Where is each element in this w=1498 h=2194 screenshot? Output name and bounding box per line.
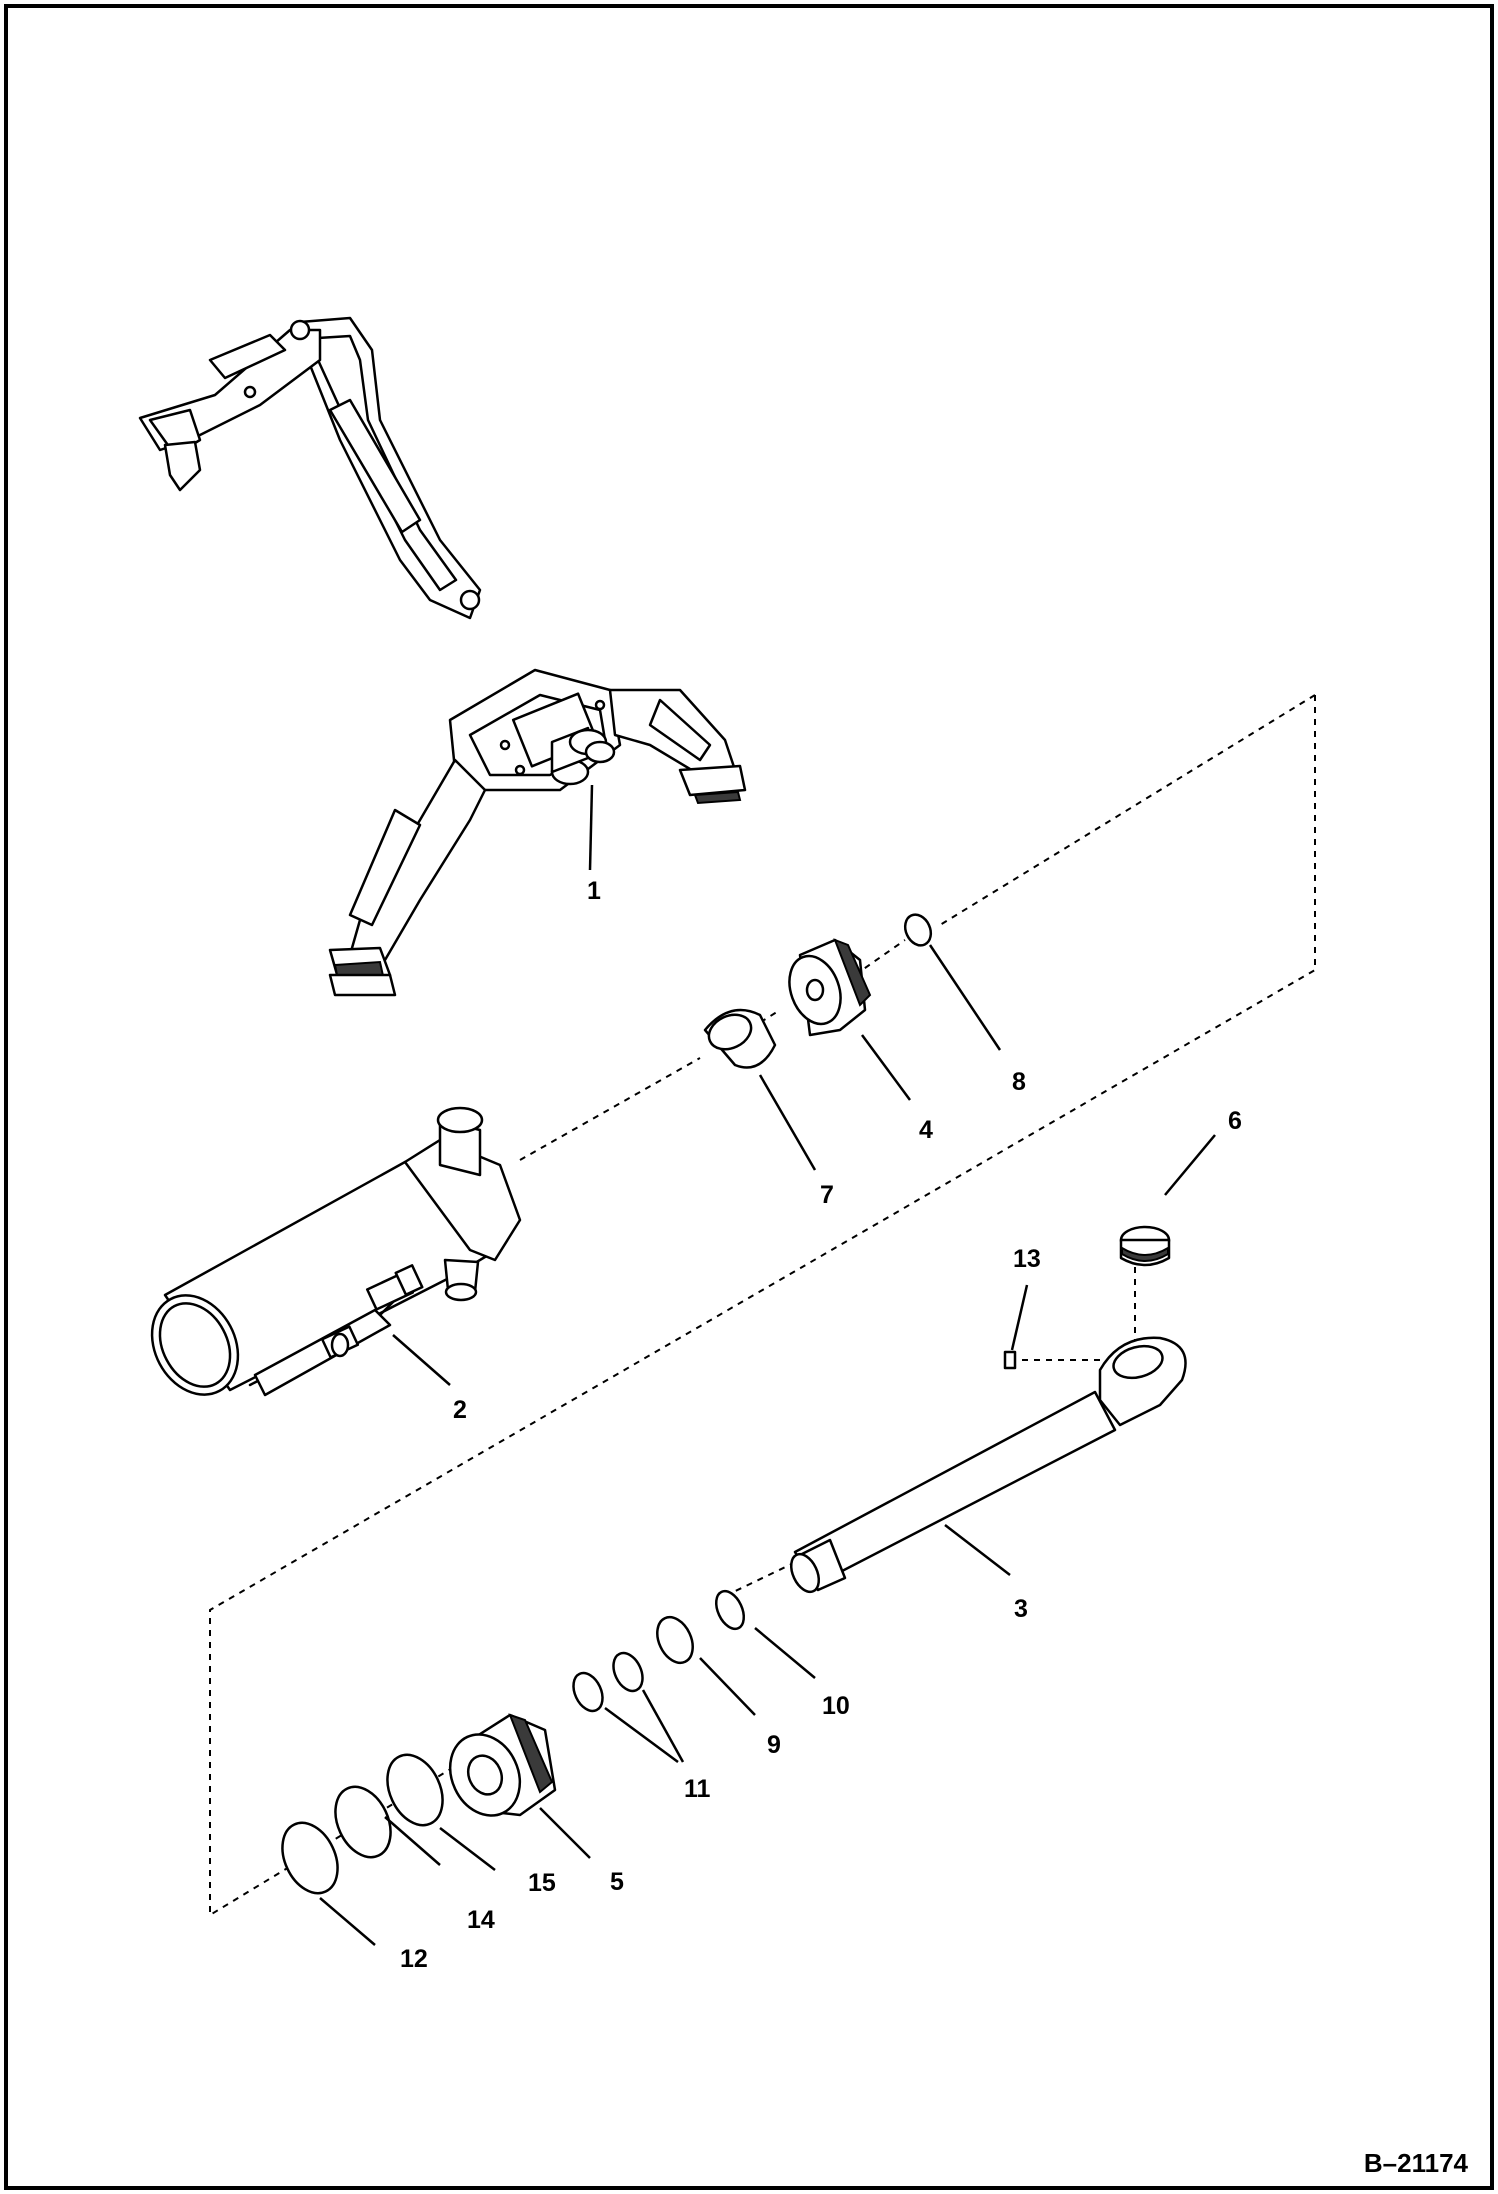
piston-rod-icon — [789, 1336, 1187, 1594]
bushing-icon — [1119, 1225, 1171, 1267]
callout-2: 2 — [453, 1396, 467, 1424]
callout-13: 13 — [1013, 1245, 1041, 1273]
callout-4: 4 — [919, 1116, 933, 1144]
callout-14: 14 — [467, 1906, 495, 1934]
callout-12: 12 — [400, 1945, 428, 1973]
callout-7: 7 — [820, 1181, 834, 1209]
grease-fitting-icon — [1003, 1350, 1017, 1370]
backhoe-boom-icon — [138, 316, 747, 997]
piston-icon — [448, 1713, 557, 1817]
callout-8: 8 — [1012, 1068, 1026, 1096]
gland-icon — [788, 938, 872, 1037]
callout-11: 11 — [684, 1775, 711, 1803]
callout-5: 5 — [610, 1868, 624, 1896]
callout-10: 10 — [822, 1692, 850, 1720]
wiper-seal-icon — [703, 1008, 777, 1069]
seal-ring-icon — [656, 1615, 694, 1665]
leader-lines — [319, 784, 1216, 1946]
callout-9: 9 — [767, 1731, 781, 1759]
callout-3: 3 — [1014, 1595, 1028, 1623]
hydraulic-cylinder-icon — [150, 1106, 522, 1397]
piston-seal-rings-icon — [281, 1753, 444, 1895]
callout-labels: 1 2 3 4 5 6 7 8 9 10 11 12 13 14 15 — [400, 877, 1242, 1973]
diagram-border — [4, 4, 1494, 2190]
callout-6: 6 — [1228, 1107, 1242, 1135]
callout-1: 1 — [587, 877, 601, 905]
reference-code: B–21174 — [1364, 2148, 1469, 2178]
callout-15: 15 — [528, 1869, 556, 1897]
backup-rings-icon — [572, 1651, 644, 1713]
assembly-guide-lines — [209, 694, 1316, 1917]
retaining-ring-icon — [714, 1589, 746, 1631]
o-ring-icon — [903, 913, 933, 947]
